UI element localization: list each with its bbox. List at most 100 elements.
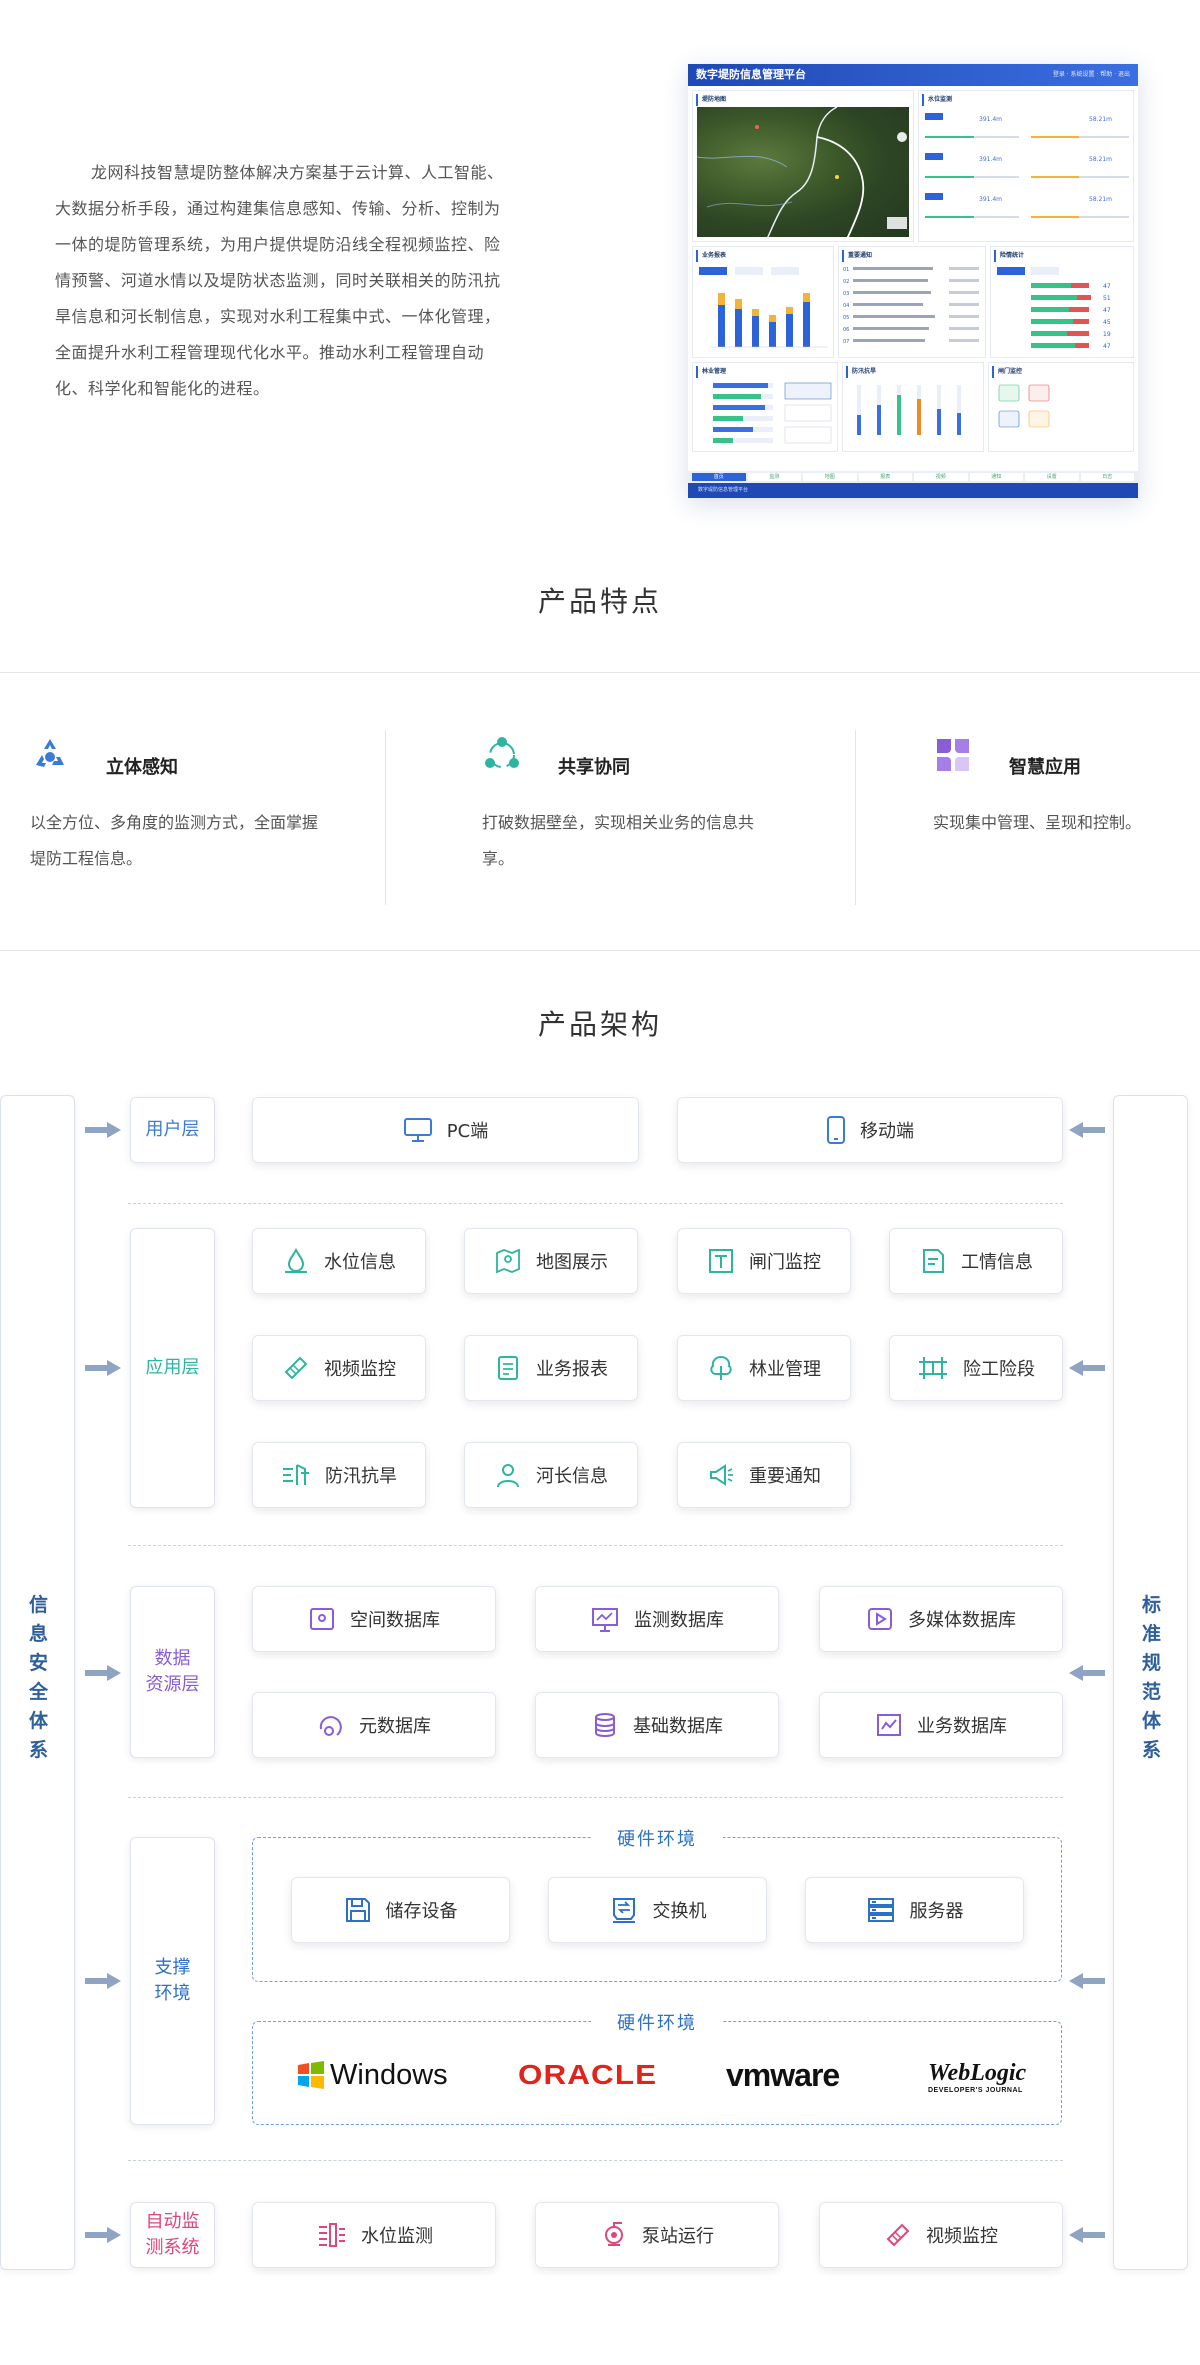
windows-icon — [298, 2061, 324, 2089]
spatial-db-card: 空间数据库 — [252, 1586, 496, 1652]
card-label: PC端 — [446, 1121, 489, 1142]
recycle-triangle-icon — [36, 739, 64, 767]
water-level-info-card: 水位信息 — [252, 1228, 426, 1294]
network-switch-icon — [612, 1898, 635, 1923]
share-nodes-icon — [485, 737, 519, 768]
four-petal-icon — [937, 739, 969, 771]
auto-layer-label: 自动监测系统 — [130, 2202, 215, 2268]
sidebar-char: 全 — [28, 1681, 48, 1703]
dashboard-tabs: 首页 监测 地图 报表 视频 通知 设置 日志 — [688, 471, 1138, 483]
sidebar-char: 规 — [1141, 1652, 1161, 1674]
feature-title: 智慧应用 — [1009, 757, 1081, 778]
swirl-icon — [319, 1716, 342, 1736]
storage-card: 储存设备 — [291, 1877, 510, 1943]
vmware-wordmark: vmware — [726, 2056, 840, 2093]
intro-paragraph: 龙网科技智慧堤防整体解决方案基于云计算、人工智能、大数据分析手段，通过构建集信息… — [55, 163, 504, 398]
card-label: 监测数据库 — [634, 1610, 724, 1631]
arrow-right-icon — [85, 1973, 121, 1989]
feature-title: 共享协同 — [558, 757, 630, 778]
dashboard-tab: 地图 — [803, 473, 857, 481]
card-label: 视频监控 — [324, 1359, 396, 1380]
card-label: 河长信息 — [536, 1466, 608, 1487]
app-layer-label: 应用层 — [130, 1228, 215, 1508]
dashboard-flood-panel: 防汛抗旱 — [842, 362, 984, 452]
windows-wordmark: Windows — [330, 2058, 448, 2091]
svg-text:02: 02 — [843, 279, 849, 285]
video-monitor-card: 视频监控 — [252, 1335, 426, 1401]
satellite-map — [697, 107, 909, 237]
layer-divider — [128, 1545, 1063, 1546]
video-monitor-auto-card: 视频监控 — [819, 2202, 1063, 2268]
svg-text:05: 05 — [843, 315, 849, 321]
card-label: 空间数据库 — [350, 1610, 440, 1631]
dashboard-tab: 设置 — [1025, 473, 1079, 481]
weblogic-subtitle: DEVELOPER'S JOURNAL — [928, 2086, 1023, 2094]
arrow-right-icon — [85, 1360, 121, 1376]
user-layer-label: 用户层 — [130, 1097, 215, 1163]
weblogic-logo: WebLogic DEVELOPER'S JOURNAL — [928, 2058, 1026, 2096]
hardware-environment-box: 硬件环境 — [252, 1825, 1062, 1982]
panel-title: 闸门监控 — [992, 366, 1130, 378]
server-card: 服务器 — [805, 1877, 1024, 1943]
arrow-right-icon — [85, 2227, 121, 2243]
layer-label-line: 支撑 — [154, 1957, 191, 1978]
card-label: 交换机 — [652, 1901, 707, 1922]
standards-sidebar: 标 准 规 范 体 系 — [1113, 1095, 1188, 2270]
oracle-logo: ORACLE — [518, 2058, 656, 2092]
line-chart-icon — [877, 1714, 901, 1736]
svg-text:391.4m: 391.4m — [979, 196, 1002, 203]
panel-title: 险情统计 — [994, 250, 1130, 262]
svg-text:07: 07 — [843, 339, 849, 345]
card-label: 业务报表 — [536, 1359, 608, 1380]
wind-flood-icon — [283, 1464, 309, 1485]
architecture-title: 产品架构 — [537, 1008, 662, 1041]
dashboard-gate-panel: 闸门监控 — [988, 362, 1134, 452]
sidebar-label: 信 息 安 全 体 系 — [1, 1591, 76, 1765]
camera-icon — [886, 2223, 910, 2247]
oracle-wordmark: ORACLE — [518, 2059, 658, 2090]
location-frame-icon — [310, 1608, 334, 1630]
important-notice-card: 重要通知 — [677, 1442, 851, 1508]
svg-text:04: 04 — [843, 303, 849, 309]
map-display-card: 地图展示 — [464, 1228, 638, 1294]
support-layer-label: 支撑环境 — [130, 1837, 215, 2125]
sidebar-char: 体 — [1141, 1710, 1161, 1732]
arrow-left-icon — [1069, 1122, 1105, 1138]
sidebar-label: 标 准 规 范 体 系 — [1114, 1591, 1189, 1765]
presentation-chart-icon — [592, 1608, 618, 1632]
layer-label-line: 环境 — [154, 1983, 191, 2004]
sidebar-char: 安 — [28, 1652, 48, 1674]
feature-divider — [855, 730, 856, 905]
feature-divider — [385, 730, 386, 905]
dashboard-map-panel: 堤防地图 — [692, 90, 914, 242]
forestry-card: 林业管理 — [677, 1335, 851, 1401]
data-layer-label: 数据资源层 — [130, 1586, 215, 1758]
feature-desc: 打破数据壁垒，实现相关业务的信息共享。 — [482, 813, 755, 868]
flood-control-card: 防汛抗旱 — [252, 1442, 426, 1508]
monitor-db-card: 监测数据库 — [535, 1586, 779, 1652]
sidebar-char: 息 — [28, 1623, 48, 1645]
info-security-sidebar: 信 息 安 全 体 系 — [0, 1095, 75, 2270]
feature-desc: 实现集中管理、呈现和控制。 — [933, 813, 1142, 832]
meta-db-card: 元数据库 — [252, 1692, 496, 1758]
dashboard-title: 数字堤防信息管理平台 — [696, 68, 806, 81]
sidebar-char: 准 — [1141, 1623, 1161, 1645]
water-gauge-icon — [319, 2223, 345, 2247]
card-label: 元数据库 — [359, 1716, 431, 1737]
card-label: 林业管理 — [749, 1359, 821, 1380]
card-label: 闸门监控 — [749, 1252, 821, 1273]
svg-text:391.4m: 391.4m — [979, 156, 1002, 163]
svg-text:47: 47 — [1103, 343, 1111, 350]
dashboard-header: 数字堤防信息管理平台 登录 · 系统设置 · 帮助 · 退出 — [688, 64, 1138, 86]
card-label: 水位监测 — [361, 2226, 433, 2247]
hardware-label: 硬件环境 — [591, 1825, 723, 1851]
features-title: 产品特点 — [537, 585, 662, 618]
arrow-left-icon — [1069, 1360, 1105, 1376]
floppy-disk-icon — [345, 1898, 370, 1922]
card-label: 多媒体数据库 — [908, 1610, 1016, 1631]
panel-title: 水位监测 — [922, 94, 1130, 106]
software-environment-box: 硬件环境 — [252, 2009, 1062, 2125]
database-icon — [595, 1713, 615, 1737]
